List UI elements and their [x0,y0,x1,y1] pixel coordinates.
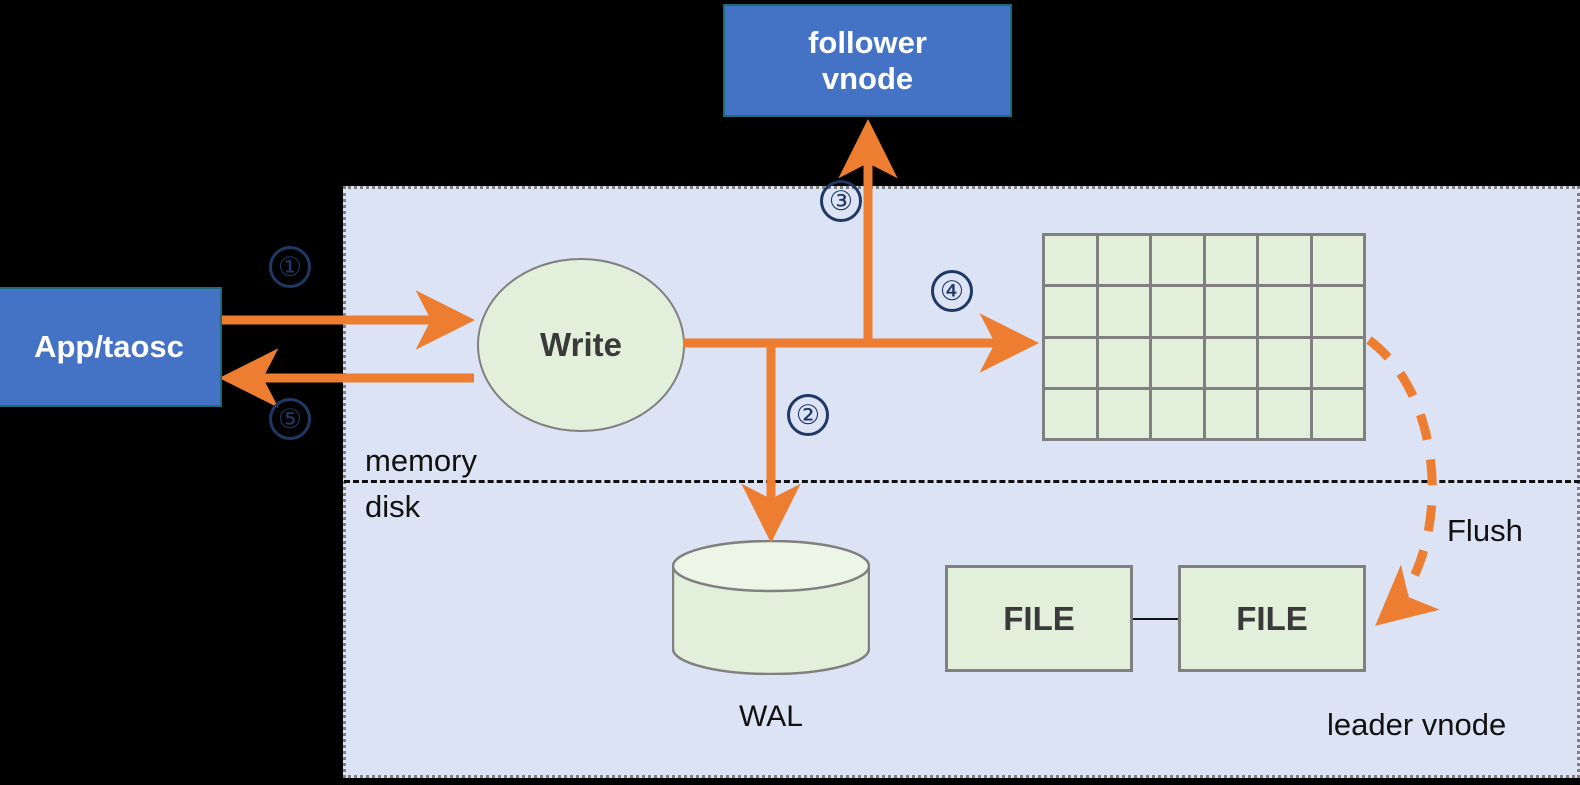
step-number-1: ① [269,246,311,288]
memory-table-cell [1045,338,1099,390]
follower-vnode-label-line1: follower [808,24,927,60]
memory-table-cell [1259,338,1313,390]
memory-table-cell [1205,287,1259,339]
memory-table-cell [1098,287,1152,339]
memory-table [1042,233,1366,441]
file-link-connector [1133,618,1178,620]
memory-disk-divider [344,480,1580,483]
memory-table-cell [1045,236,1099,288]
memory-table-cell [1312,236,1366,288]
memory-table-cell [1098,389,1152,441]
memory-table-cell [1152,338,1206,390]
memory-table-cell [1205,236,1259,288]
memory-table-cell [1312,389,1366,441]
memory-table-cell [1259,287,1313,339]
memory-table-cell [1312,287,1366,339]
memory-tier-label: memory [365,443,477,478]
memory-table-cell [1152,287,1206,339]
memory-table-cell [1098,236,1152,288]
wal-label: WAL [739,700,803,733]
wal-cylinder [671,539,871,676]
memory-table-cell [1152,236,1206,288]
step-number-4: ④ [931,270,973,312]
follower-vnode-box: follower vnode [723,4,1012,117]
disk-tier-label: disk [365,489,421,524]
step-number-3: ③ [820,180,862,222]
memory-table-cell [1098,338,1152,390]
memory-table-cell [1205,338,1259,390]
write-node: Write [477,258,685,432]
memory-table-cell [1152,389,1206,441]
memory-table-cell [1205,389,1259,441]
memory-table-cell [1312,338,1366,390]
file-box-1: FILE [945,565,1133,672]
memory-table-cell [1259,389,1313,441]
memory-table-cell [1045,287,1099,339]
step-number-5: ⑤ [269,398,311,440]
app-taosc-box: App/taosc [0,287,222,407]
follower-vnode-label-line2: vnode [821,60,914,96]
flush-label: Flush [1447,513,1523,548]
file-box-2: FILE [1178,565,1366,672]
step-number-2: ② [787,394,829,436]
memory-table-cell [1045,389,1099,441]
memory-table-cell [1259,236,1313,288]
leader-vnode-label: leader vnode [1327,707,1507,742]
